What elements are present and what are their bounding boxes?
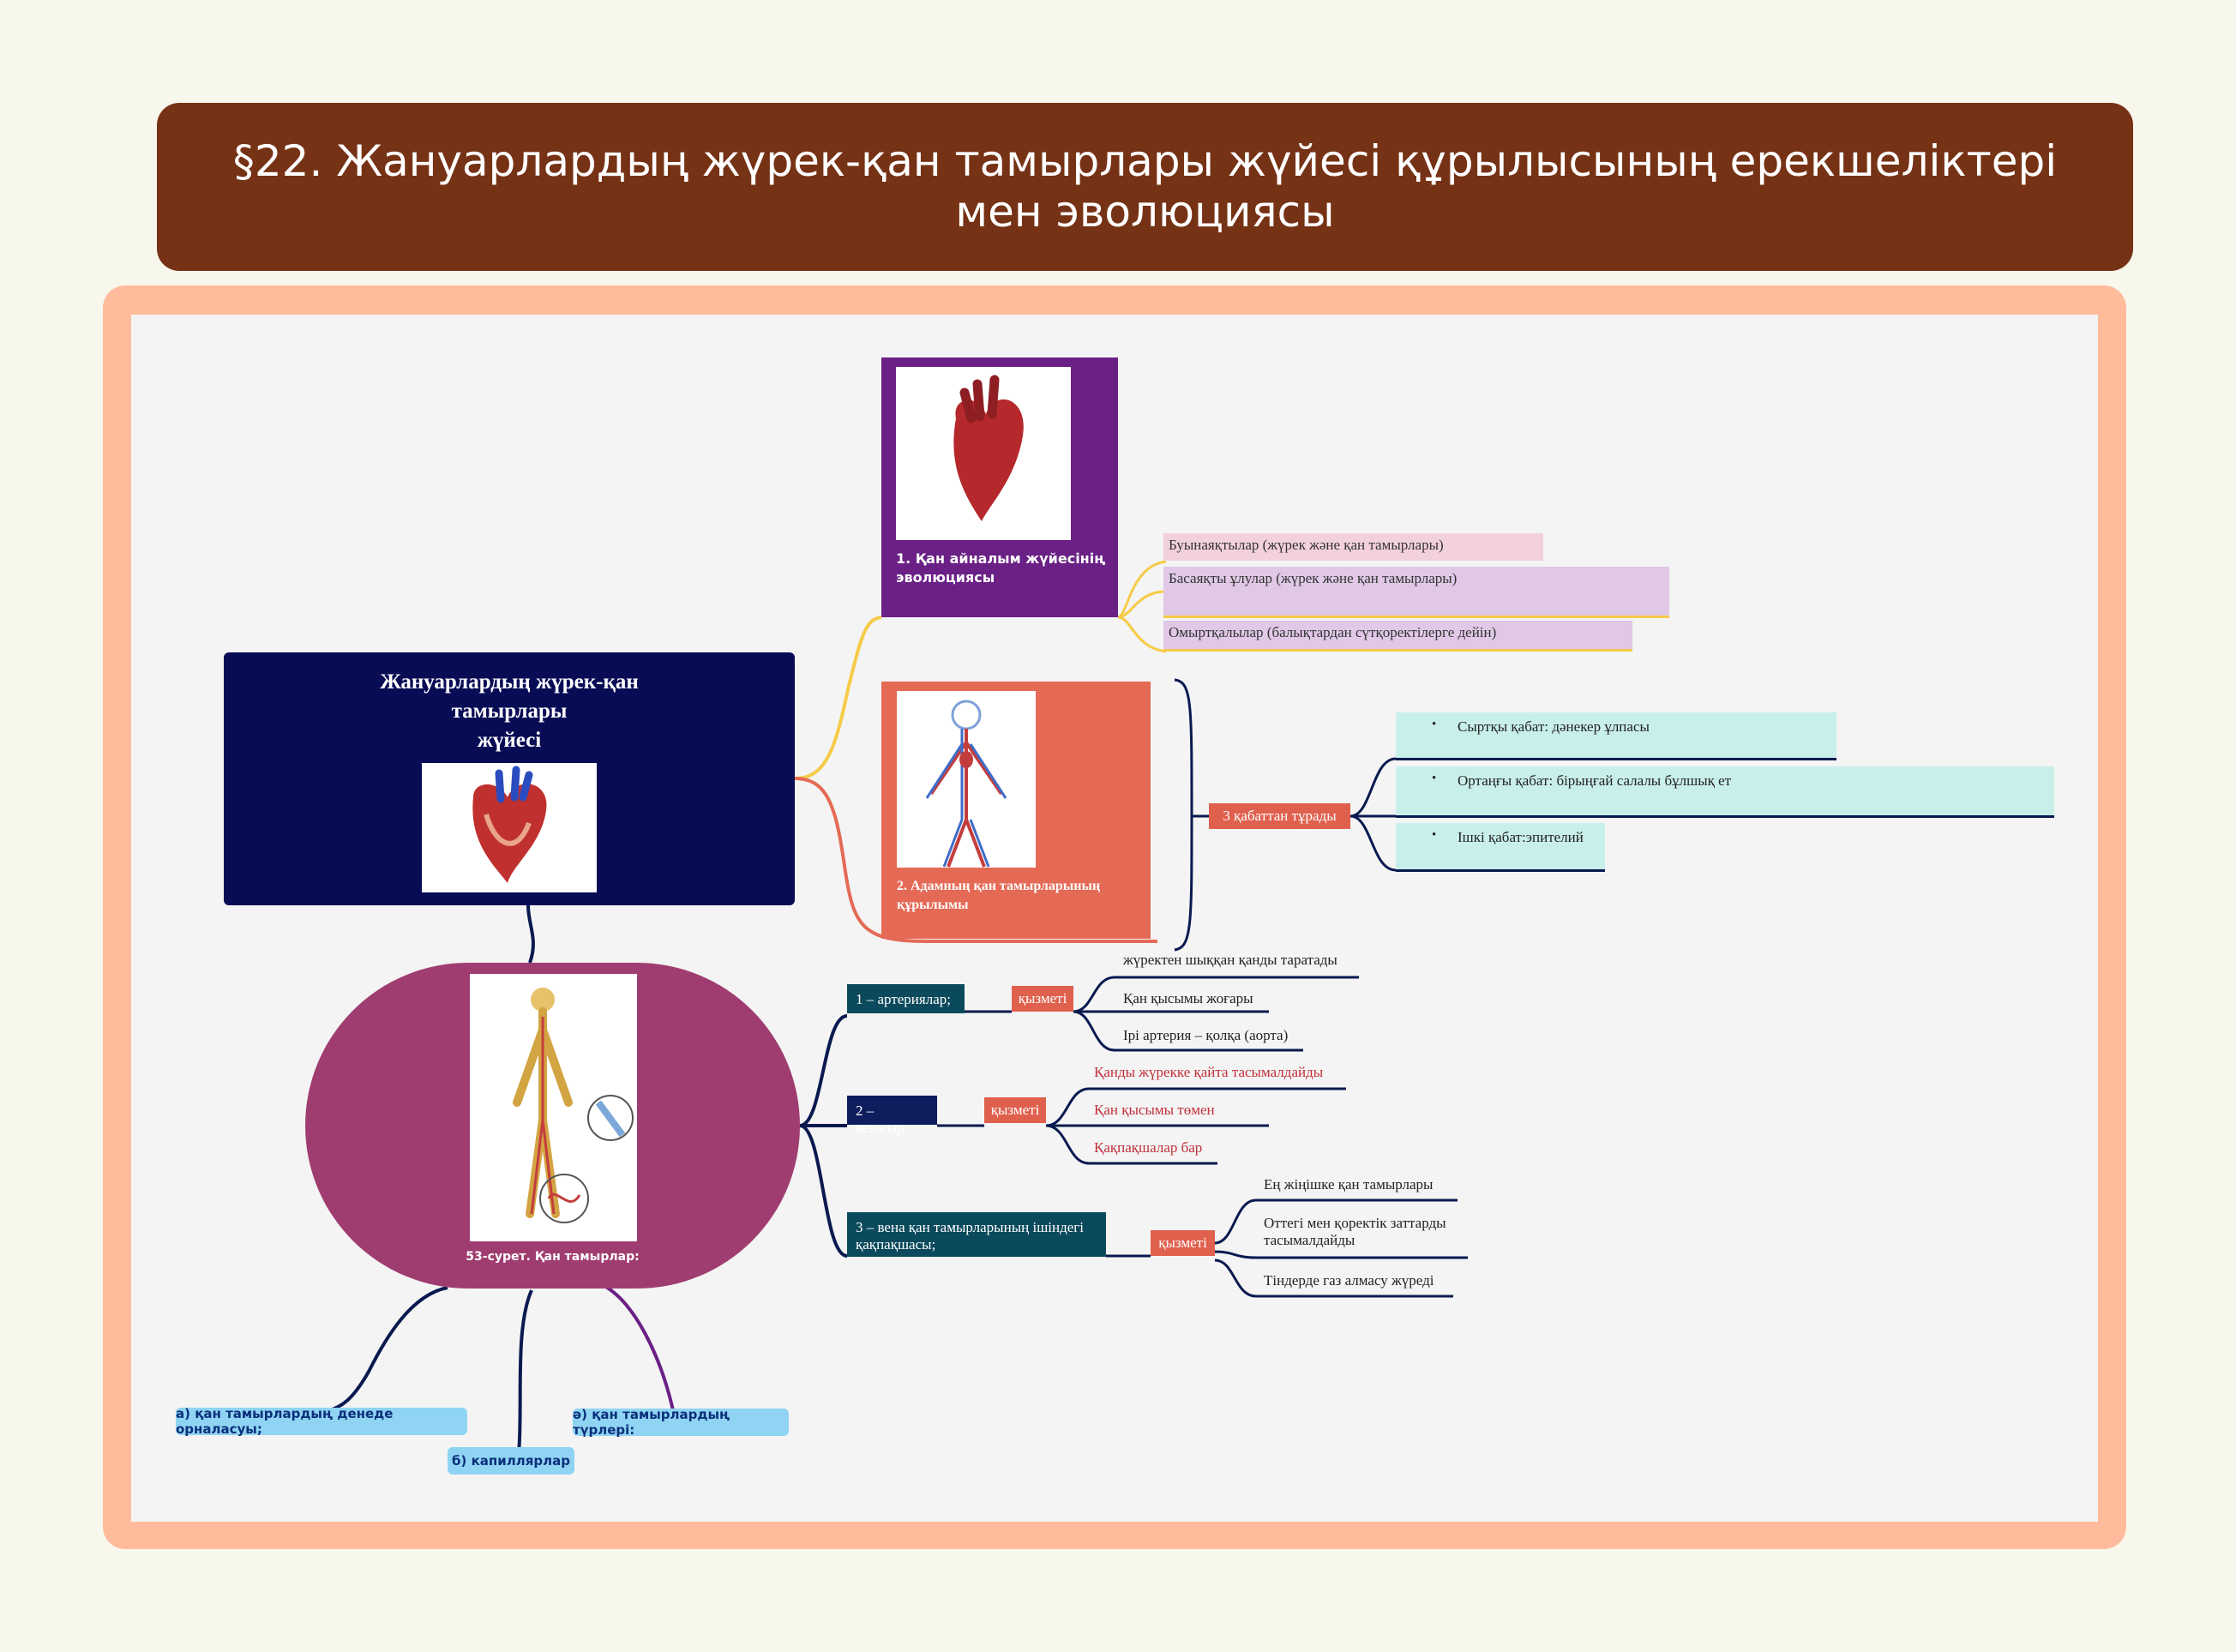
function-chip: қызметі [1151,1230,1215,1256]
vessel-type-item: Қан қысымы төмен [1094,1102,1215,1118]
central-topic: Жануарлардың жүрек-қан тамырлары жүйесі [224,652,795,905]
vessel-type-item: Оттегі мен қоректік заттарды тасымалдайд… [1264,1215,1446,1249]
subtopic-pill: а) қан тамырлардың денеде орналасуы; [176,1406,467,1437]
subtopic-pill: ә) қан тамырлардың түрлері: [573,1407,789,1438]
subtopic-pill: б) капиллярлар [448,1447,574,1475]
circulatory-system-illustration [897,691,1036,868]
vessel-type-label: 3 – вена қан тамырларының ішіндегі қақпа… [847,1212,1106,1257]
evolution-item: Буынаяқтылар (жүрек және қан тамырлары) [1163,533,1543,561]
evolution-item: Басаяқты ұлулар (жүрек және қан тамырлар… [1163,567,1669,618]
vessel-type-item: Ірі артерия – қолқа (аорта) [1123,1027,1289,1043]
function-chip: қызметі [1012,986,1073,1012]
title-banner: §22. Жануарлардың жүрек-қан тамырлары жү… [157,103,2133,271]
vessels-caption: 53-сурет. Қан тамырлар: [466,1250,640,1264]
vessel-type-item: Тіндерде газ алмасу жүреді [1264,1272,1434,1289]
vessel-type-item: жүректен шыққан қанды таратады [1123,952,1337,968]
vessel-layer: Ішкі қабат:эпителий [1396,823,1605,872]
vessel-type-label: 2 – веналар; [847,1096,937,1136]
layers-label: 3 қабаттан тұрады [1209,803,1350,829]
evolution-item: Омыртқалылар (балықтардан сүтқоректілерг… [1163,621,1632,652]
vessels-figure [470,974,637,1241]
page-title: §22. Жануарлардың жүрек-қан тамырлары жү… [232,136,2058,237]
human-vessels-label: 2. Адамның қан тамырларының құрылымы [897,879,1101,912]
human-vessels-node: 2. Адамның қан тамырларының құрылымы [881,682,1151,939]
vessel-layer: Ортаңғы қабат: бірыңғай салалы бұлшық ет [1396,766,2054,818]
vessel-type-item: Қақпақшалар бар [1094,1139,1203,1156]
evolution-label: 1. Қан айналым жүйесінің эволюциясы [896,550,1106,586]
heart-illustration [896,367,1071,540]
evolution-node: 1. Қан айналым жүйесінің эволюциясы [881,357,1118,617]
heart-illustration [422,763,597,892]
vessel-type-label: 1 – артериялар; [847,984,965,1013]
blood-vessels-node: 53-сурет. Қан тамырлар: [305,963,800,1289]
vessel-layer: Сыртқы қабат: дәнекер ұлпасы [1396,712,1836,760]
vessel-type-item: Қан қысымы жоғары [1123,990,1253,1006]
function-chip: қызметі [984,1097,1046,1123]
vessel-type-item: Қанды жүрекке қайта тасымалдайды [1094,1064,1324,1080]
central-topic-title: Жануарлардың жүрек-қан тамырлары жүйесі [380,670,639,752]
vessel-type-item: Ең жіңішке қан тамырлары [1264,1176,1434,1192]
